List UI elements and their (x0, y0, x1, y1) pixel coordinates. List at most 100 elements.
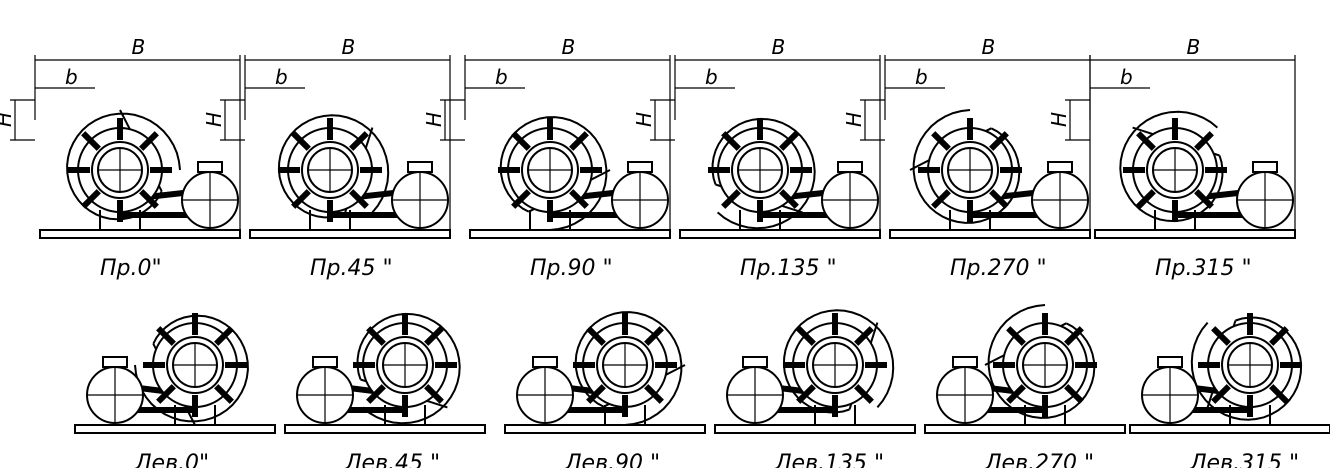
volute-casing (711, 117, 816, 230)
base-frame (1094, 229, 1296, 239)
blade (1269, 326, 1289, 346)
right-row-label: Пр.135 " (740, 256, 837, 281)
dim-b-label: b (1120, 65, 1133, 89)
blade (586, 326, 606, 346)
dim-B-label: B (342, 35, 356, 59)
dim-B-label: B (1187, 35, 1201, 59)
terminal-box (312, 356, 338, 368)
blade (366, 326, 386, 346)
blade (1064, 326, 1084, 346)
blade (1211, 384, 1231, 404)
blade (569, 131, 589, 151)
blade (349, 131, 369, 151)
left-row-label: Лев.135 " (774, 451, 884, 468)
dim-b-label: b (275, 65, 288, 89)
blade (569, 189, 589, 209)
blade (1064, 384, 1084, 404)
left-row-label: Лев.315 " (1189, 451, 1299, 468)
base-frame (924, 424, 1126, 434)
left-row-label: Лев.0" (134, 451, 209, 468)
dim-B-label: B (562, 35, 576, 59)
terminal-box (952, 356, 978, 368)
blade (511, 189, 531, 209)
dim-b-label: b (705, 65, 718, 89)
base-frame (249, 229, 451, 239)
blade (139, 189, 159, 209)
blade (779, 189, 799, 209)
blade (511, 131, 531, 151)
base-frame (39, 229, 241, 239)
blade (366, 384, 386, 404)
volute-casing (782, 309, 895, 414)
blade (1136, 189, 1156, 209)
base-frame (284, 424, 486, 434)
terminal-box (102, 356, 128, 368)
volute-casing (912, 109, 1021, 224)
blade (424, 326, 444, 346)
dim-H-label: H (202, 112, 226, 127)
volute-casing (1119, 110, 1224, 223)
dim-b-label: b (915, 65, 928, 89)
blade (931, 189, 951, 209)
terminal-box (627, 161, 653, 173)
left-row-unit-1: Лев.45 " (284, 312, 486, 468)
volute-casing (499, 116, 608, 231)
dim-H-label: H (842, 112, 866, 127)
terminal-box (837, 161, 863, 173)
left-row-label: Лев.270 " (984, 451, 1094, 468)
volute-casing (277, 114, 390, 219)
blade (644, 326, 664, 346)
dim-b-label: b (495, 65, 508, 89)
base-frame (1129, 424, 1330, 434)
terminal-box (742, 356, 768, 368)
blade (854, 384, 874, 404)
dim-b-label: b (65, 65, 78, 89)
dim-H-label: H (0, 112, 16, 127)
blade (1136, 131, 1156, 151)
blade (1006, 384, 1026, 404)
blade (931, 131, 951, 151)
terminal-box (1252, 161, 1278, 173)
base-frame (889, 229, 1091, 239)
blade (291, 131, 311, 151)
right-row-unit-5: BbH Пр.315 " (1047, 35, 1296, 281)
left-row-unit-2: Лев.90 " (504, 311, 706, 468)
volute-casing (134, 314, 249, 423)
blade (139, 131, 159, 151)
blade (721, 189, 741, 209)
right-row-label: Пр.90 " (530, 256, 613, 281)
left-row-label: Лев.90 " (564, 451, 660, 468)
terminal-box (1047, 161, 1073, 173)
terminal-box (407, 161, 433, 173)
right-row-label: Пр.315 " (1155, 256, 1252, 281)
left-row-unit-4: Лев.270 " (924, 304, 1126, 468)
blade (214, 384, 234, 404)
blade (81, 131, 101, 151)
volute-casing (66, 112, 181, 221)
dim-B-label: B (982, 35, 996, 59)
blade (291, 189, 311, 209)
dim-B-label: B (132, 35, 146, 59)
dim-H-label: H (632, 112, 656, 127)
blade (1194, 131, 1214, 151)
base-frame (469, 229, 671, 239)
blade (81, 189, 101, 209)
blade (1006, 326, 1026, 346)
blade (156, 384, 176, 404)
base-frame (74, 424, 276, 434)
blade (721, 131, 741, 151)
blade (854, 326, 874, 346)
base-frame (714, 424, 916, 434)
right-row-label: Пр.270 " (950, 256, 1047, 281)
right-row-unit-2: BbH Пр.90 " (422, 35, 671, 281)
left-row-unit-3: Лев.135 " (714, 309, 916, 468)
terminal-box (532, 356, 558, 368)
blade (349, 189, 369, 209)
volute-casing (987, 304, 1096, 419)
dim-H-label: H (1047, 112, 1071, 127)
volute-casing (1190, 316, 1303, 421)
